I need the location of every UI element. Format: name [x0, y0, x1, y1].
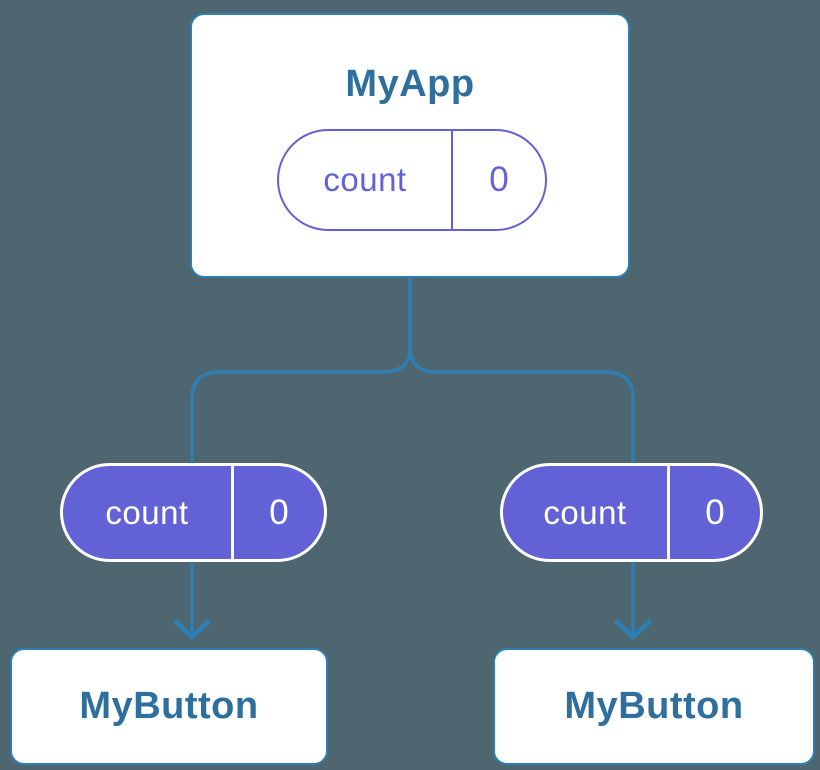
- node-myapp: MyApp count 0: [190, 13, 630, 278]
- pill-divider: [231, 466, 234, 559]
- prop-pill-left-value: 0: [269, 492, 289, 532]
- state-pill-myapp-value: 0: [489, 160, 509, 199]
- prop-pill-left-label: count: [105, 493, 189, 531]
- prop-pill-left: count 0: [60, 463, 327, 562]
- node-mybutton-left: MyButton: [10, 648, 328, 765]
- prop-pill-right: count 0: [500, 463, 763, 562]
- prop-pill-right-label: count: [543, 493, 627, 531]
- node-mybutton-left-title: MyButton: [79, 685, 259, 727]
- node-mybutton-right: MyButton: [493, 648, 815, 765]
- pill-divider: [667, 466, 670, 559]
- state-pill-myapp: count 0: [277, 129, 547, 231]
- state-pill-myapp-label: count: [323, 161, 407, 198]
- pill-divider: [451, 131, 453, 229]
- connector-left-branch: [190, 276, 412, 635]
- arrowhead-left-icon: [173, 619, 211, 640]
- node-myapp-title: MyApp: [345, 63, 475, 105]
- arrowhead-right-icon: [614, 619, 652, 640]
- node-mybutton-right-title: MyButton: [564, 685, 744, 727]
- prop-pill-right-value: 0: [705, 492, 725, 532]
- connector-right-branch: [408, 276, 635, 635]
